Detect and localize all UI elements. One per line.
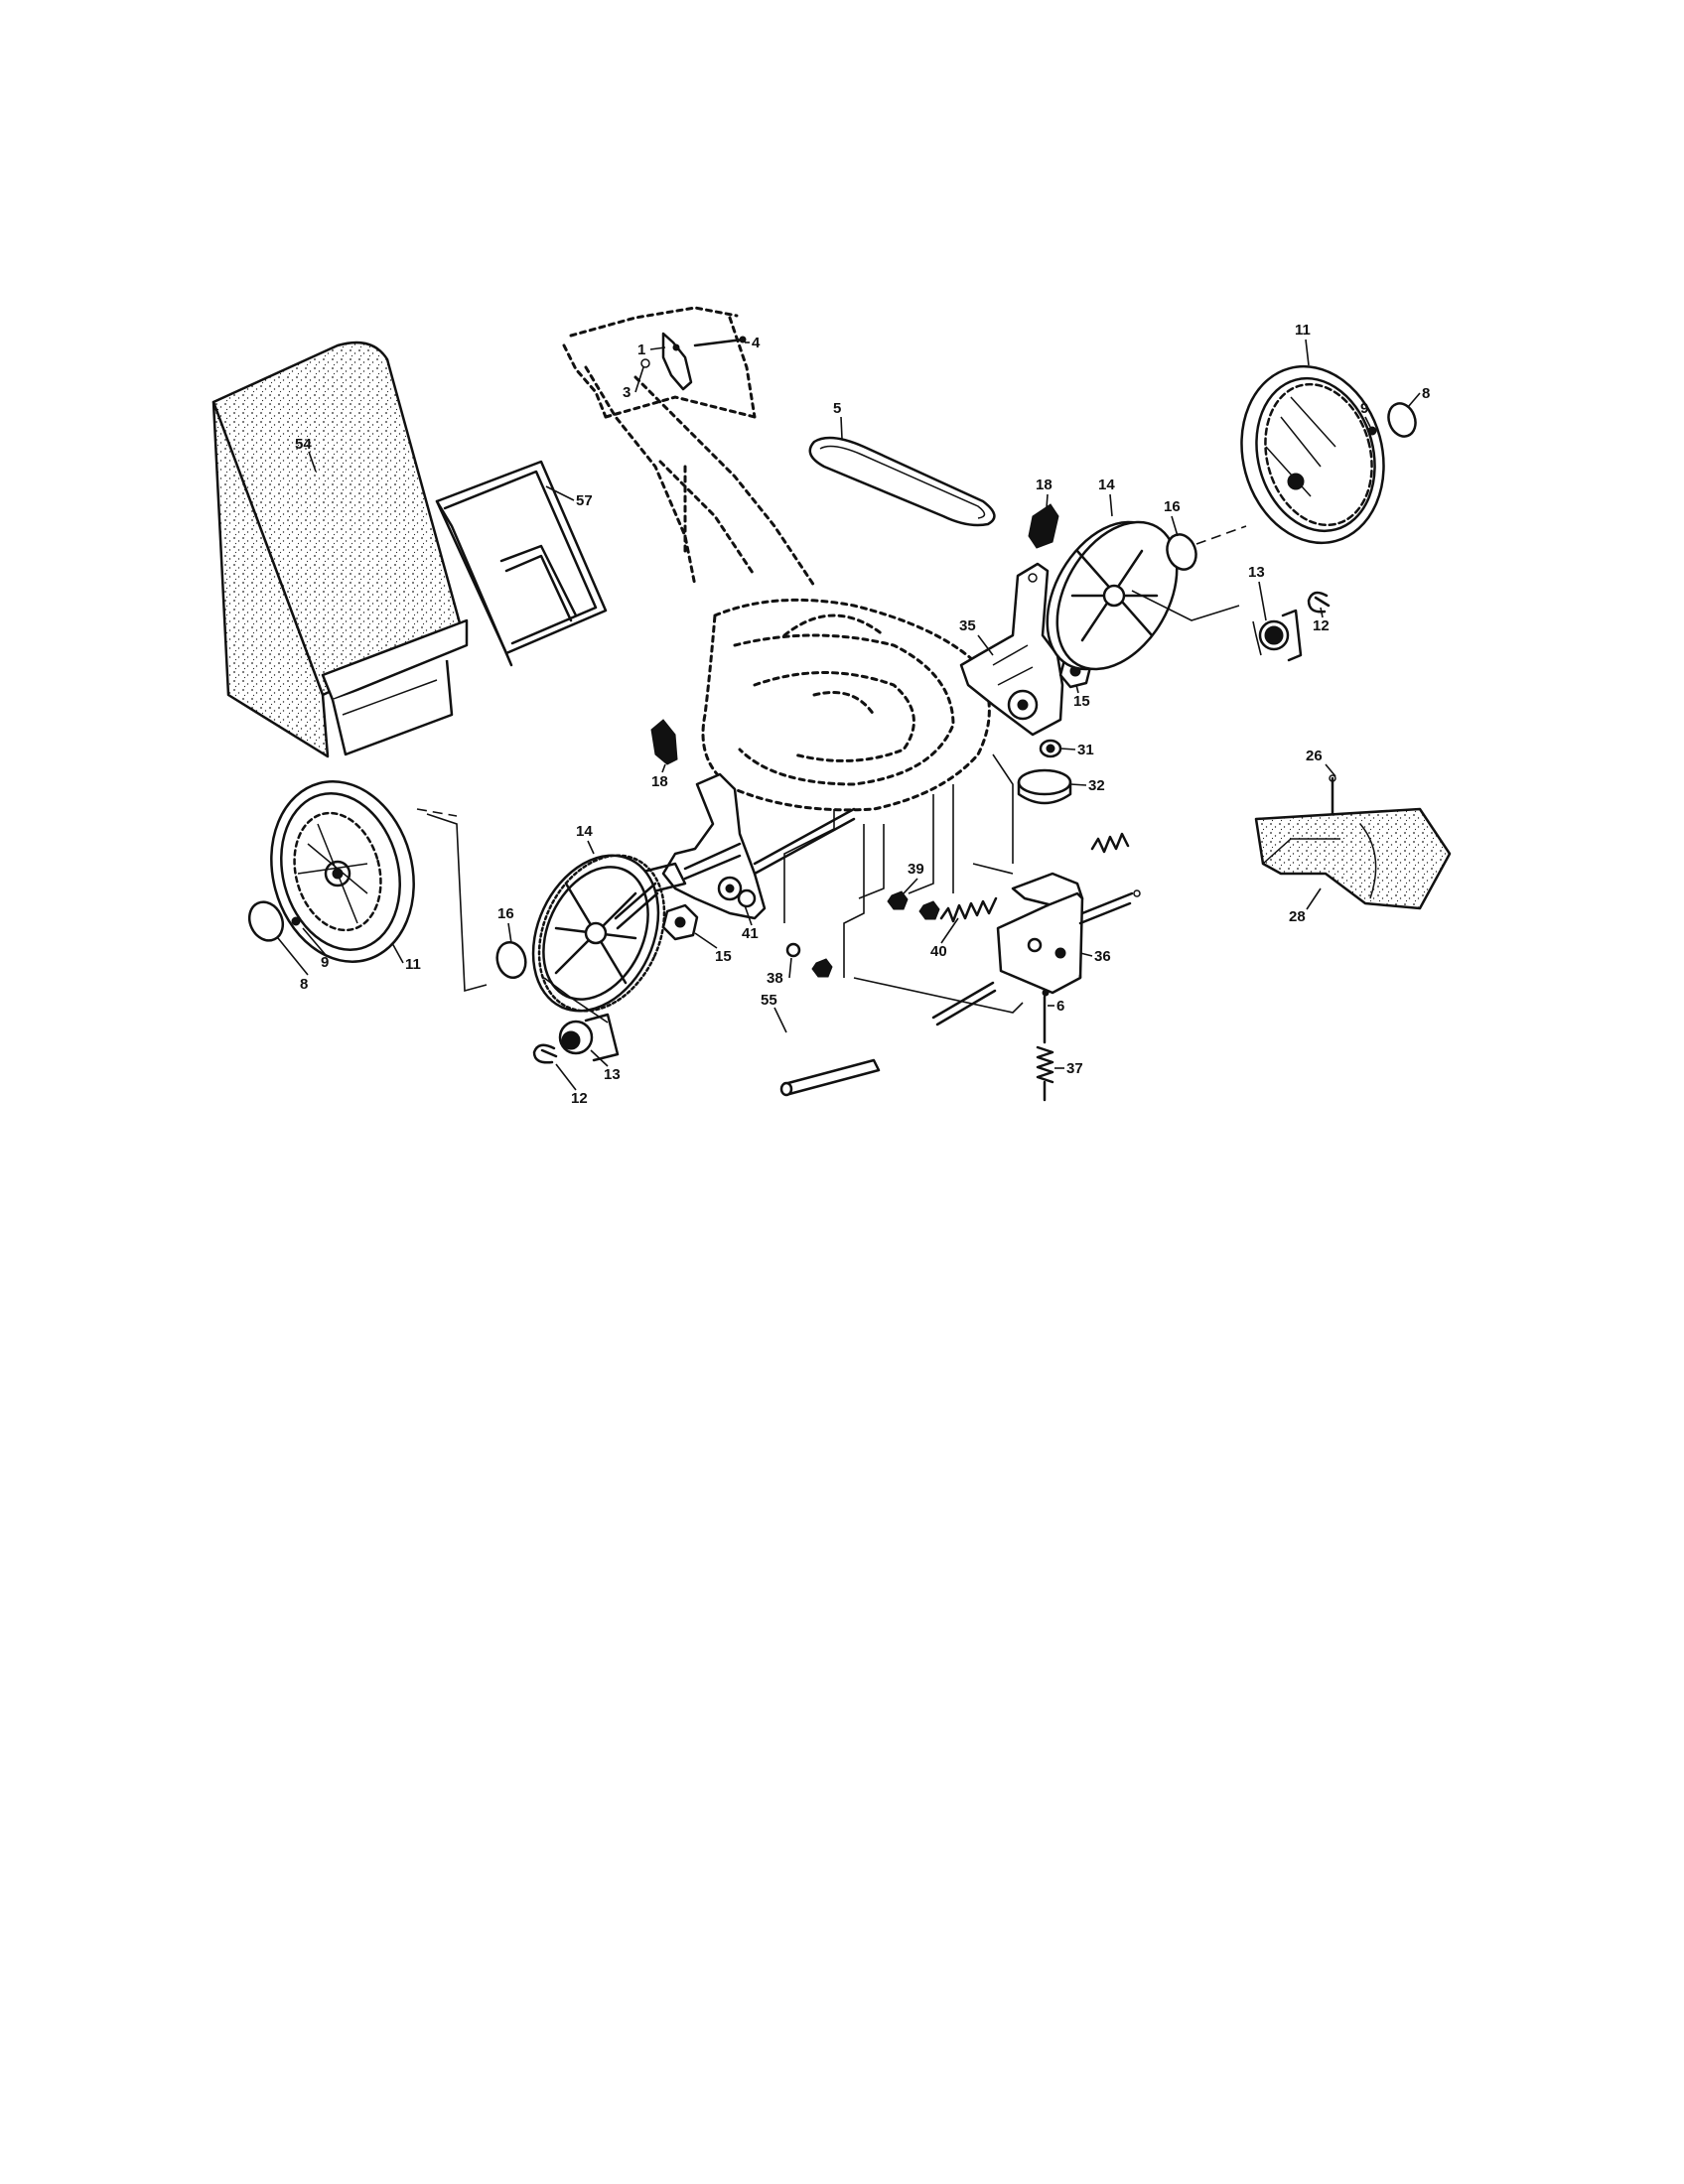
transmission: [931, 872, 1141, 1026]
callout-8b: 8: [300, 976, 308, 993]
grass-bag-frame: [435, 460, 608, 667]
callout-9a: 9: [1360, 400, 1368, 417]
callout-11b: 11: [405, 956, 421, 973]
callout-37: 37: [1066, 1060, 1083, 1077]
spring-upper: [1090, 832, 1130, 854]
wheel-nut-left: [661, 903, 699, 941]
handle-frame-dashed: [562, 306, 816, 588]
callout-18a: 18: [1036, 477, 1052, 493]
callout-28: 28: [1289, 908, 1306, 925]
bushing-and-cap: [1017, 739, 1072, 805]
callout-9b: 9: [321, 954, 329, 971]
wheel-left: [270, 780, 415, 963]
wheel-hub-right: [1046, 520, 1179, 671]
callout-54: 54: [295, 436, 312, 453]
callout-18b: 18: [651, 773, 668, 790]
callout-41: 41: [742, 925, 759, 942]
callout-13b: 13: [604, 1066, 621, 1083]
assembly-leader-lines: [783, 753, 1024, 1014]
callout-labels: 1 3 4 5 54 57 18 14 16 11 9 8 13 12 35 1…: [295, 322, 1430, 1107]
retainer-clip-left: [532, 1043, 558, 1064]
mower-deck-dashed: [701, 598, 991, 812]
height-adjuster-left: [633, 772, 856, 920]
pivot-grip-left: [650, 719, 678, 765]
washer-left: [495, 940, 527, 980]
callout-3: 3: [623, 384, 631, 401]
callout-14b: 14: [576, 823, 593, 840]
callout-38: 38: [767, 970, 783, 987]
handle-bracket-part: [640, 332, 747, 391]
screw-right: [1367, 426, 1377, 436]
callout-14a: 14: [1098, 477, 1115, 493]
wheel-hub-left: [531, 854, 666, 1013]
callout-40: 40: [930, 943, 947, 960]
callout-15b: 15: [715, 948, 732, 965]
wheel-right: [1240, 364, 1385, 545]
callout-35: 35: [959, 617, 976, 634]
axle-rod: [773, 1007, 881, 1097]
callout-15a: 15: [1073, 693, 1090, 710]
rear-shield: [1254, 763, 1452, 910]
pivot-grip-right: [1028, 503, 1059, 549]
callout-12b: 12: [571, 1090, 588, 1107]
callout-16a: 16: [1164, 498, 1181, 515]
hub-cap-right: [1387, 402, 1417, 438]
callout-32: 32: [1088, 777, 1105, 794]
callout-16b: 16: [497, 905, 514, 922]
pin-and-spring: [1036, 989, 1054, 1102]
callout-12a: 12: [1313, 617, 1330, 634]
grass-bag: [211, 341, 469, 758]
washer-right: [1166, 533, 1197, 571]
callout-11a: 11: [1295, 322, 1311, 339]
drive-gear-right: [1131, 590, 1303, 662]
retainer-clip-right: [1307, 591, 1331, 614]
hex-nuts: [785, 890, 940, 978]
callout-8a: 8: [1422, 385, 1430, 402]
drive-belt: [808, 436, 996, 527]
callout-57: 57: [576, 492, 593, 509]
drive-gear-left: [543, 977, 620, 1062]
callout-5: 5: [833, 400, 841, 417]
callout-26: 26: [1306, 748, 1323, 764]
callout-39: 39: [908, 861, 924, 878]
screw-left: [291, 916, 301, 926]
height-adjuster-right: [959, 562, 1064, 737]
callout-55: 55: [761, 992, 777, 1009]
callout-36: 36: [1094, 948, 1111, 965]
callout-leader-ticks: [277, 339, 1421, 1091]
callout-4: 4: [752, 335, 761, 351]
spring-40: [939, 896, 998, 923]
hub-cap-left: [247, 900, 285, 942]
callout-1: 1: [637, 341, 645, 358]
callout-13a: 13: [1248, 564, 1265, 581]
callout-6: 6: [1056, 998, 1064, 1015]
callout-31: 31: [1077, 742, 1094, 758]
